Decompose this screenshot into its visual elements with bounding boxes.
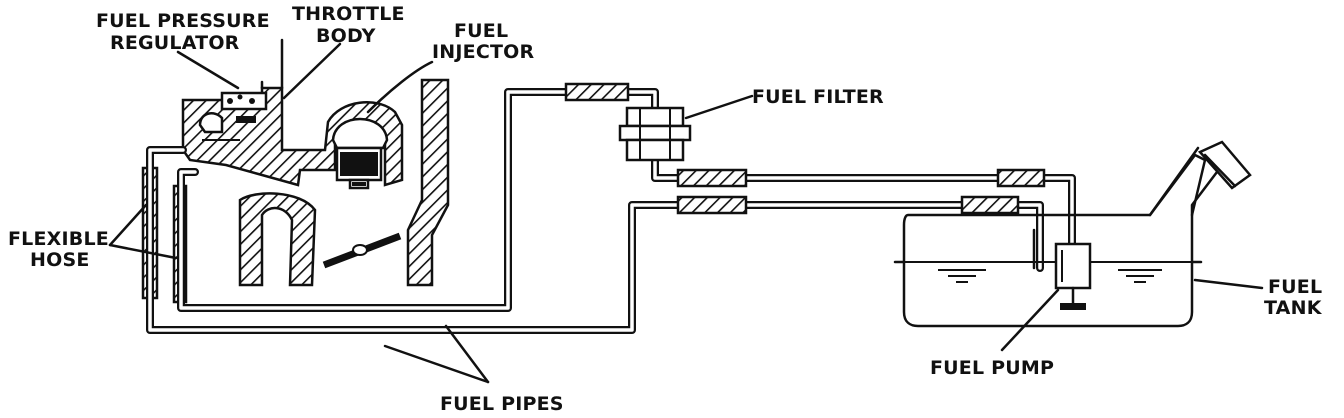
fuel-pipes [146, 88, 1076, 334]
fuel-pump [1054, 242, 1092, 310]
label-fuel-pressure-regulator: FUEL PRESSURE REGULATOR [96, 10, 270, 54]
label-throttle-body: THROTTLE BODY [292, 3, 405, 47]
throttle-valve [322, 232, 402, 269]
svg-text:THROTTLE: THROTTLE [292, 3, 405, 25]
svg-text:HOSE: HOSE [30, 249, 90, 271]
svg-text:FUEL: FUEL [1268, 276, 1322, 298]
svg-text:FUEL PRESSURE: FUEL PRESSURE [96, 10, 270, 32]
leader-lines [108, 42, 1264, 384]
label-fuel-tank: FUEL TANK [1264, 276, 1323, 319]
fuel-level-symbol-right [1118, 269, 1162, 283]
label-fuel-pipes: FUEL PIPES [440, 393, 564, 415]
label-fuel-pump: FUEL PUMP [930, 357, 1054, 379]
svg-text:TANK: TANK [1264, 297, 1323, 319]
label-fuel-injector: FUEL INJECTOR [432, 20, 534, 63]
throttle-body-assembly [181, 38, 450, 287]
svg-text:REGULATOR: REGULATOR [110, 32, 240, 54]
svg-text:FLEXIBLE: FLEXIBLE [8, 228, 109, 250]
svg-text:BODY: BODY [316, 25, 376, 47]
svg-text:INJECTOR: INJECTOR [432, 41, 534, 63]
fuel-pressure-regulator [198, 91, 268, 141]
label-flexible-hose: FLEXIBLE HOSE [8, 228, 109, 271]
svg-text:FUEL: FUEL [454, 20, 508, 42]
pipe-hose-connectors [564, 82, 1046, 215]
fuel-tank [893, 140, 1252, 328]
label-fuel-filter: FUEL FILTER [752, 86, 884, 108]
fuel-injector [331, 117, 389, 190]
fuel-filter [618, 106, 692, 162]
fuel-level-symbol-left [938, 269, 986, 283]
